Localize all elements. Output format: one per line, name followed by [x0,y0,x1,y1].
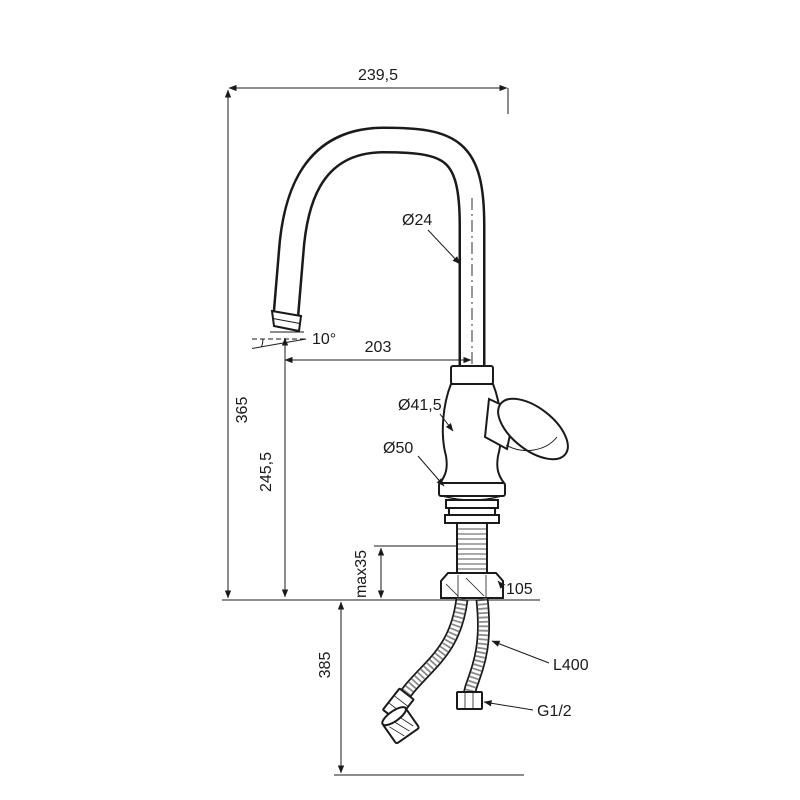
dim-below-deck-clearance: 385 [317,652,334,679]
hose-nut-right [456,691,483,710]
dim-shank-length: 105 [506,581,533,598]
dim-body-diameter: Ø41,5 [398,397,442,414]
supply-hose-right [462,598,491,697]
leader-body-diameter [439,413,454,432]
dim-hose-length: L400 [553,657,589,674]
dim-overall-reach: 239,5 [358,67,398,84]
leader-hose-length [491,640,550,664]
supply-hose-left [397,598,469,701]
dim-spout-tube-diameter: Ø24 [402,212,432,229]
base-flange [438,482,506,497]
dim-connection-thread: G1/2 [537,703,572,720]
dim-base-diameter: Ø50 [383,440,413,457]
dim-outlet-height: 245,5 [258,452,275,492]
spout-tube-inner [275,128,483,374]
threaded-shank [456,522,488,574]
aerator-band-line [272,318,301,324]
dimension-annotations: 239,5 Ø24 10° 203 365 245,5 Ø41,5 Ø50 ma… [222,67,589,776]
washer-bottom [444,514,500,524]
spout-collar [450,365,494,385]
leader-spout-diameter [427,229,461,265]
dim-outlet-angle: 10° [312,331,336,348]
dim-outlet-reach: 203 [365,339,392,356]
washer-middle [448,507,496,516]
washer-top [445,499,499,509]
faucet [270,126,569,745]
leader-shank-length [497,580,506,589]
angle-indicator [251,338,307,349]
leader-base-diameter [417,455,445,487]
dim-overall-height: 365 [234,397,251,424]
bracket-facet-lines [445,575,487,597]
handle-detail-line [505,436,558,452]
mounting-bracket [440,572,504,599]
dim-max-deck-thickness: max35 [353,550,370,598]
hose-end-fitting [381,706,420,745]
thread-lines [458,528,486,570]
handle-lever [497,397,569,461]
leader-thread [483,700,534,711]
